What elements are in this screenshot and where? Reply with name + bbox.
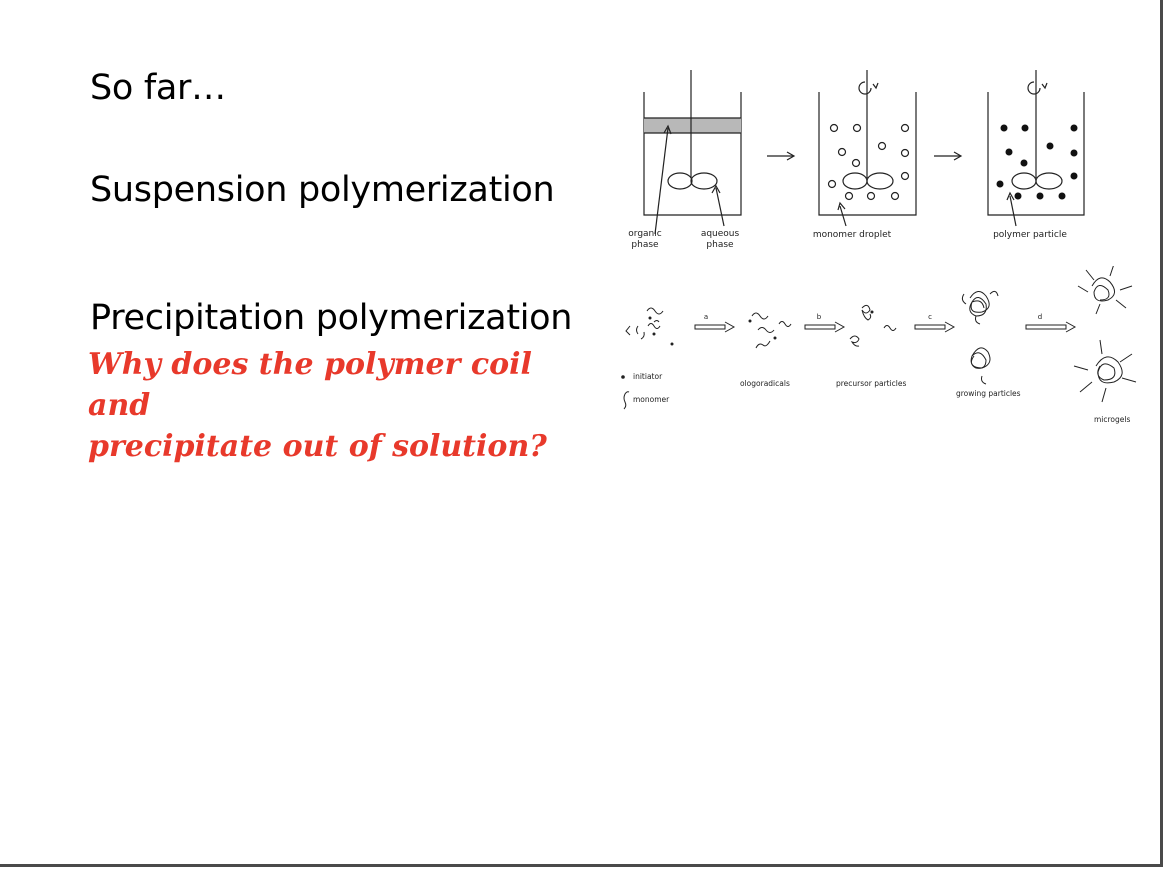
question-text: Why does the polymer coil and precipitat… — [88, 344, 588, 467]
label-polymer-particle: polymer particle — [993, 230, 1067, 240]
arrow-c — [914, 321, 956, 333]
legend-initiator-dot — [621, 375, 625, 379]
legend-monomer-icon — [623, 391, 630, 410]
step-c-label: c — [928, 313, 932, 321]
label-aqueous: aqueous — [701, 229, 740, 239]
label-microgels: microgels — [1094, 415, 1130, 424]
arrow-b — [804, 321, 846, 333]
arrow-d — [1025, 321, 1077, 333]
beaker-polymer-particle — [987, 70, 1085, 227]
label-precursor-particles: precursor particles — [836, 379, 907, 388]
label-oligoradicals: ologoradicals — [740, 379, 790, 388]
heading-precipitation-polymerization: Precipitation polymerization — [90, 298, 573, 338]
legend-initiator: initiator — [633, 372, 663, 381]
legend-monomer: monomer — [633, 395, 670, 404]
step-a-label: a — [704, 313, 708, 321]
step-b-label: b — [817, 313, 822, 321]
label-organic: organic — [628, 229, 661, 239]
question-line-2: precipitate out of solution? — [88, 429, 547, 464]
beaker-organic-aqueous — [643, 70, 742, 235]
label-growing-particles: growing particles — [956, 389, 1021, 398]
precursor-particles — [849, 304, 897, 347]
beaker-monomer-droplet — [818, 70, 917, 227]
step-d-label: d — [1038, 313, 1042, 321]
initial-monomers — [625, 307, 664, 340]
oligoradicals — [751, 312, 792, 349]
microgels — [1073, 266, 1137, 403]
suspension-diagram: organic phase aqueous phase monomer drop… — [628, 70, 1085, 250]
polymer-particles — [996, 124, 1078, 200]
question-line-1: Why does the polymer coil and — [88, 347, 532, 423]
label-monomer-droplet: monomer droplet — [813, 230, 892, 240]
heading-so-far: So far… — [90, 68, 226, 108]
label-organic-phase: phase — [631, 240, 659, 250]
label-aqueous-phase: phase — [706, 240, 734, 250]
precipitation-diagram: a b c d initiator monomer ologoradicals … — [621, 266, 1137, 424]
growing-particles — [961, 290, 999, 385]
heading-suspension-polymerization: Suspension polymerization — [90, 170, 555, 210]
arrow-a — [694, 321, 736, 333]
